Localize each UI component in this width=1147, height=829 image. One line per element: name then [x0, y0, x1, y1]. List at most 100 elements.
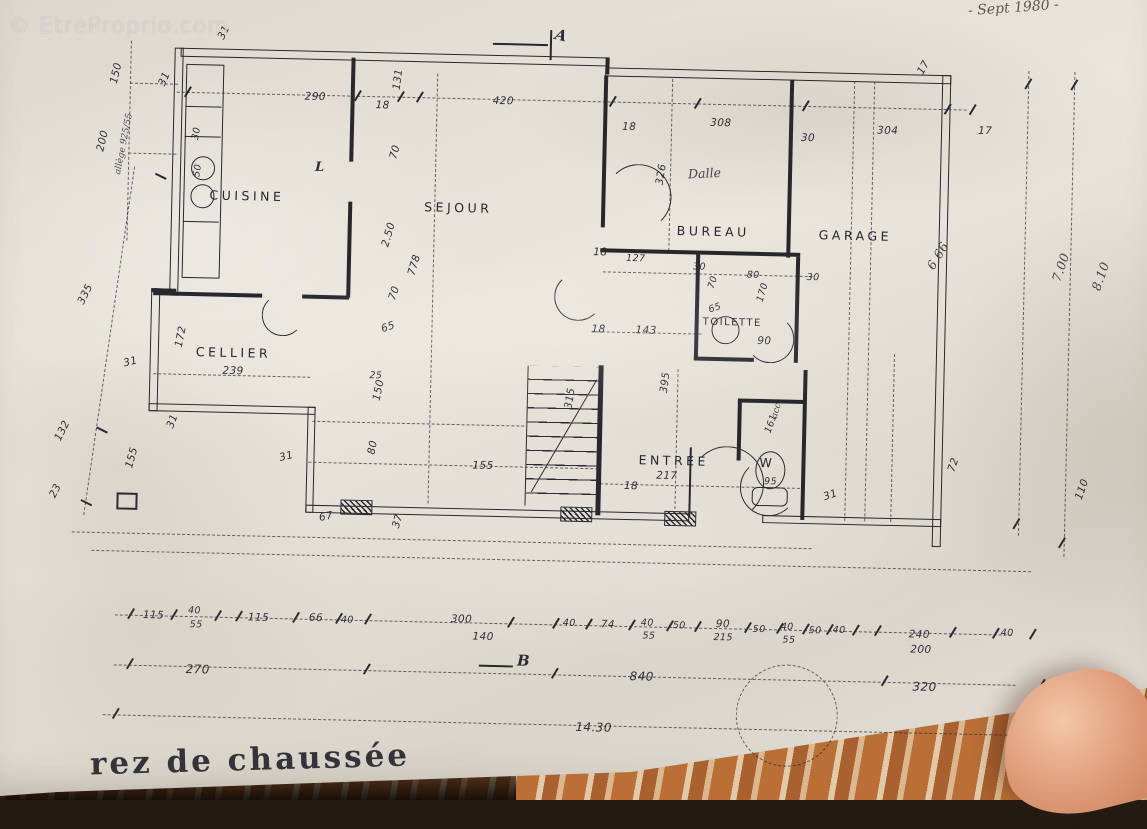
tick-mark — [873, 624, 882, 637]
dim-label: 150 — [107, 61, 125, 85]
dimension-line — [113, 664, 1016, 686]
wall — [737, 398, 805, 404]
dim-label: 161 — [762, 412, 780, 435]
door-arc — [261, 293, 305, 337]
dim-label: 18 — [591, 323, 606, 336]
dim-label: 335 — [75, 281, 96, 307]
section-line — [492, 42, 548, 47]
tick-mark — [364, 613, 372, 625]
room-label-entree: ENTREE — [638, 452, 710, 469]
dim-label: 155 — [123, 445, 141, 470]
tick-mark — [948, 626, 957, 638]
tick-mark — [362, 663, 371, 675]
dim-label: 290 — [304, 90, 327, 104]
dim-label: 132 — [52, 418, 73, 443]
dim-label: 70 — [705, 274, 721, 291]
dim-label: 40 — [187, 605, 202, 617]
dim-label: 2.50 — [379, 220, 398, 249]
tick-mark — [125, 657, 134, 670]
tick-mark — [170, 608, 178, 621]
dim-label: 72 — [945, 456, 962, 474]
chain-line — [91, 549, 1032, 573]
section-line — [478, 664, 513, 668]
chain-line — [128, 152, 177, 155]
dim-label: 115 — [247, 611, 270, 624]
dim-label: 31 — [821, 487, 839, 504]
dim-label: 30 — [190, 126, 203, 141]
tick-mark — [507, 616, 515, 628]
annotation-dalle: Dalle — [687, 164, 722, 182]
dim-label: 30 — [806, 272, 820, 284]
dim-label: 155 — [472, 459, 494, 472]
door-arc — [553, 272, 603, 322]
wall — [800, 369, 808, 521]
dim-label: 74 — [600, 618, 616, 631]
dim-label: 40 — [340, 614, 354, 626]
dim-label: 270 — [185, 662, 210, 677]
dim-label: 55 — [189, 619, 203, 631]
dim-label: 50 — [752, 623, 766, 636]
chain-line — [427, 73, 439, 504]
wall — [180, 47, 610, 67]
room-label-cuisine: CUISINE — [209, 187, 285, 205]
dim-label: 127 — [625, 252, 646, 265]
dim-label: 304 — [876, 124, 899, 138]
tick-mark — [127, 608, 135, 620]
dim-label: 31 — [122, 354, 139, 370]
dim-label: 300 — [450, 613, 473, 626]
tick-mark — [627, 619, 636, 631]
room-label-cellier: CELLIER — [195, 344, 272, 361]
terrain-line — [1017, 70, 1030, 536]
tick-mark — [96, 426, 108, 434]
wall — [302, 294, 350, 300]
chain-line — [668, 78, 674, 251]
tick-mark — [550, 667, 559, 679]
terrain-line — [1063, 72, 1076, 557]
dimension-line — [102, 714, 1033, 737]
room-label-bureau: BUREAU — [676, 223, 750, 240]
tick-mark — [552, 617, 560, 629]
tick-mark — [743, 622, 752, 634]
dim-label: 239 — [222, 364, 244, 378]
dim-label: 55 — [782, 634, 796, 646]
dim-label: 840 — [629, 669, 654, 684]
dim-label: 50 — [191, 163, 205, 178]
wall — [793, 256, 801, 363]
wall — [349, 57, 356, 162]
dim-label: 217 — [656, 469, 678, 483]
dim-label: 90 — [715, 618, 731, 631]
dim-label: 55 — [642, 630, 656, 642]
chain-line — [864, 81, 876, 522]
dim-label: 66 — [308, 611, 324, 625]
chain-line — [71, 531, 812, 550]
chain-line — [129, 82, 178, 85]
tick-mark — [214, 609, 222, 622]
dim-label: 143 — [635, 324, 657, 337]
wall — [148, 288, 161, 412]
tick-mark — [111, 707, 120, 719]
watermark: © EtreProprio.com — [8, 14, 230, 39]
dim-label: 14.30 — [575, 719, 612, 735]
chain-line — [890, 354, 896, 522]
dim-label: 215 — [713, 631, 733, 644]
dim-label: 150 — [370, 378, 387, 402]
dim-label: 778 — [405, 253, 424, 277]
room-label-sejour: SEJOUR — [424, 199, 493, 216]
tick-mark — [292, 611, 300, 623]
dim-label: 50 — [808, 625, 822, 637]
dim-label: 31 — [164, 412, 181, 430]
dim-label: 31 — [156, 70, 173, 88]
room-label-garage: GARAGE — [818, 227, 893, 244]
dim-label: 40 — [832, 624, 846, 636]
wall — [605, 67, 952, 85]
tick-mark — [851, 624, 860, 636]
dim-label: 110 — [1072, 477, 1092, 502]
tick-mark — [585, 618, 593, 630]
hatched-pier — [560, 506, 593, 523]
dim-label: 40 — [640, 617, 654, 629]
dim-label: 18 — [375, 99, 390, 112]
dim-label: 115 — [142, 609, 165, 622]
dim-label: 30 — [692, 261, 706, 273]
wc-toilet-tank — [751, 486, 788, 507]
chain-line — [312, 420, 525, 427]
